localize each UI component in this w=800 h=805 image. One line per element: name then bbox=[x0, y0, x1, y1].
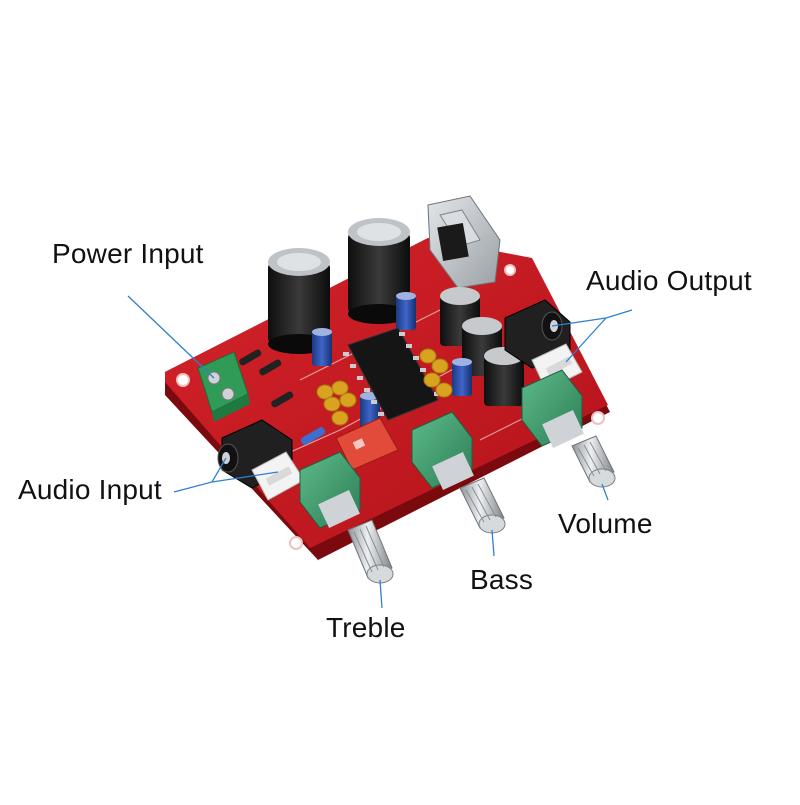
leader-line-treble bbox=[379, 579, 383, 609]
regulator-chip bbox=[437, 223, 469, 261]
mounting-hole bbox=[289, 536, 303, 550]
capacitor-blue bbox=[452, 358, 472, 396]
capacitor-blue bbox=[312, 328, 332, 366]
leader-line-volume bbox=[601, 483, 609, 501]
leader-line-power bbox=[127, 295, 215, 379]
volume-label: Volume bbox=[558, 508, 653, 539]
mounting-hole bbox=[504, 264, 516, 276]
resistor bbox=[300, 427, 326, 445]
capacitor-blue bbox=[396, 292, 416, 330]
volume-knob[interactable] bbox=[571, 435, 616, 488]
bass-potentiometer[interactable] bbox=[411, 411, 506, 534]
bass-label: Bass bbox=[470, 564, 534, 595]
ceramic-capacitors bbox=[316, 348, 453, 426]
bass-knob[interactable] bbox=[459, 477, 506, 534]
power-input-label: Power Input bbox=[52, 238, 204, 269]
treble-potentiometer[interactable] bbox=[299, 451, 394, 584]
mounting-hole bbox=[591, 411, 605, 425]
heatsink bbox=[427, 195, 501, 289]
audio-input-label: Audio Input bbox=[18, 474, 162, 505]
leader-line-bass bbox=[491, 529, 495, 557]
dip-switch bbox=[335, 417, 399, 471]
diodes bbox=[239, 349, 294, 408]
screw-icon bbox=[221, 387, 235, 401]
leader-lines bbox=[127, 295, 633, 609]
mounting-hole bbox=[176, 373, 190, 387]
treble-knob[interactable] bbox=[347, 519, 394, 584]
audio-output-label: Audio Output bbox=[586, 265, 752, 296]
treble-label: Treble bbox=[326, 612, 406, 643]
volume-potentiometer[interactable] bbox=[521, 369, 616, 488]
power-terminal-block bbox=[197, 351, 250, 422]
capacitor-large bbox=[348, 218, 410, 324]
